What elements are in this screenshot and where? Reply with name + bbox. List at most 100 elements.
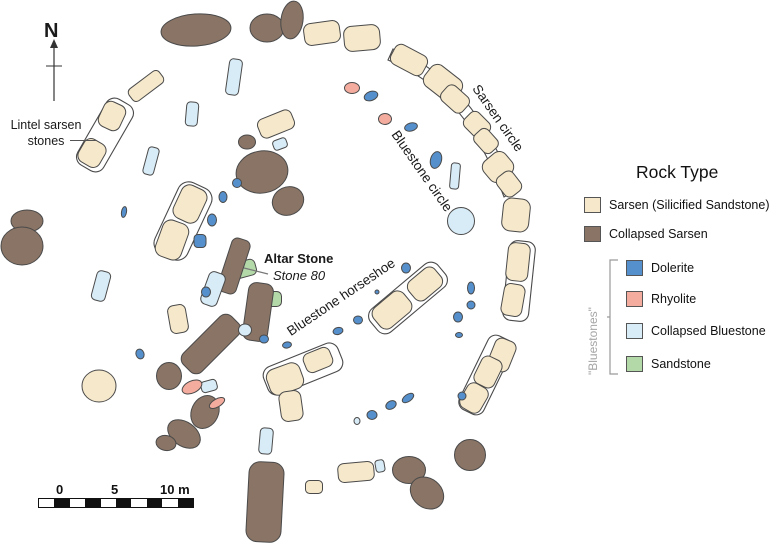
rhyolite-stone [344, 82, 360, 94]
collapsed-bluestone-stone [447, 207, 475, 235]
collapsed-sarsen-stone [235, 150, 289, 194]
collapsed-bluestone-stone [200, 271, 226, 307]
collapsed-bluestone-stone [353, 417, 361, 425]
dolerite-swatch-icon [626, 260, 643, 276]
bluestones-bracket [607, 259, 618, 375]
dolerite-stone [401, 262, 411, 274]
sarsen-stone [127, 69, 165, 103]
dolerite-stone [218, 191, 228, 203]
sarsen-stone [473, 355, 503, 389]
sarsen-stone [81, 369, 117, 403]
dolerite-stone [404, 122, 418, 132]
collapsed-sarsen-stone [155, 434, 177, 452]
lintel-label-line1: Lintel sarsen [10, 118, 82, 132]
collapsed-bluestone-stone [225, 58, 243, 96]
collapsed-sarsen-stone [0, 226, 44, 266]
stones-layer [0, 0, 536, 543]
collapsed-sarsen-stone [156, 362, 182, 390]
collapsed-sarsen-stone [280, 0, 304, 40]
sarsen-stone [500, 282, 526, 318]
legend-item-label: Collapsed Sarsen [609, 227, 708, 241]
altar-stone-label: Altar Stone [264, 251, 334, 266]
scale-bar-segment [54, 499, 70, 507]
legend-item-label: Rhyolite [651, 292, 697, 306]
sarsen-stone [256, 109, 296, 139]
dolerite-stone [135, 348, 145, 360]
dolerite-stone [466, 300, 476, 310]
sarsen-stone [172, 184, 208, 224]
sarsen-stone [495, 170, 523, 198]
scalebar-ten-label: 10 m [160, 482, 190, 497]
collapsed-bluestone-stone [142, 146, 160, 176]
altar-stone-leader-line [243, 267, 269, 275]
dolerite-stone [353, 315, 363, 325]
dolerite-stone [453, 311, 463, 323]
scalebar-zero-label: 0 [56, 482, 64, 497]
collapsed-sarsen-stone [249, 13, 285, 43]
dolerite-stone [385, 400, 397, 410]
scale-bar-segment [69, 499, 86, 507]
sarsen-stone [278, 390, 304, 422]
north-arrow-head-icon [50, 39, 58, 48]
scale-bar-segment [116, 499, 132, 507]
dolerite-stone [457, 391, 467, 401]
collapsed-bluestone-stone [272, 137, 288, 151]
dolerite-stone [363, 90, 379, 102]
collapsed-sarsen-stone [392, 456, 426, 484]
legend-item-rhyolite: Rhyolite [626, 291, 696, 307]
dolerite-stone [332, 326, 344, 336]
legend-title: Rock Type [636, 162, 719, 182]
collapsed-sarsen-stone [409, 476, 445, 510]
sarsen-stone [337, 460, 375, 484]
scale-bar-segment [85, 499, 101, 507]
dolerite-stone [467, 281, 475, 295]
dolerite-stone [455, 332, 463, 338]
collapsed-bluestone-swatch-icon [626, 323, 643, 339]
dolerite-stone [282, 341, 292, 349]
collapsed-bluestone-stone [238, 323, 252, 337]
bluestones-group-label: "Bluestones" [586, 307, 600, 375]
scale-bar [38, 498, 194, 508]
dolerite-stone [232, 178, 242, 188]
dolerite-stone [201, 286, 211, 298]
rhyolite-stone [378, 113, 392, 125]
legend-item-label: Sandstone [651, 357, 711, 371]
legend-item-label: Dolerite [651, 261, 695, 275]
legend-item-sandstone: Sandstone [626, 356, 711, 372]
dolerite-stone [193, 234, 207, 248]
rhyolite-swatch-icon [626, 291, 643, 307]
rhyolite-stone [181, 379, 203, 395]
dolerite-stone [401, 392, 415, 404]
sarsen-stone [154, 219, 190, 261]
scale-bar-segment [39, 499, 55, 507]
sarsen-stone [302, 346, 334, 374]
collapsed-bluestone-stone [374, 459, 386, 473]
collapsed-sarsen-stone [454, 439, 486, 471]
lintel-label-line2: stones [27, 133, 65, 148]
dolerite-stone [120, 206, 128, 218]
scale-bar-segment [162, 499, 178, 507]
collapsed-bluestone-stone [200, 378, 218, 394]
sarsen-stone [77, 138, 107, 168]
legend-item-label: Sarsen (Silicified Sandstone) [609, 198, 770, 212]
sandstone-swatch-icon [626, 356, 643, 372]
sarsen-stone [473, 127, 499, 155]
scale-bar-segment [146, 499, 163, 507]
sarsen-stone [505, 242, 531, 282]
collapsed-sarsen-stone [245, 461, 285, 543]
collapsed-sarsen-swatch-icon [584, 226, 601, 242]
dolerite-stone [366, 410, 378, 420]
sarsen-stone [501, 197, 531, 233]
scale-bar-segment [131, 499, 147, 507]
dolerite-stone [259, 334, 269, 344]
scale-bar-segment [177, 499, 194, 507]
north-label: N [44, 20, 59, 42]
sarsen-stone [343, 24, 381, 52]
sarsen-swatch-icon [584, 197, 601, 213]
legend-item-dolerite: Dolerite [626, 260, 694, 276]
stone-80-label: Stone 80 [273, 268, 326, 283]
legend-item-collapsed-bluestone: Collapsed Bluestone [626, 323, 766, 339]
dolerite-stone [429, 151, 443, 169]
sarsen-stone [440, 84, 470, 114]
